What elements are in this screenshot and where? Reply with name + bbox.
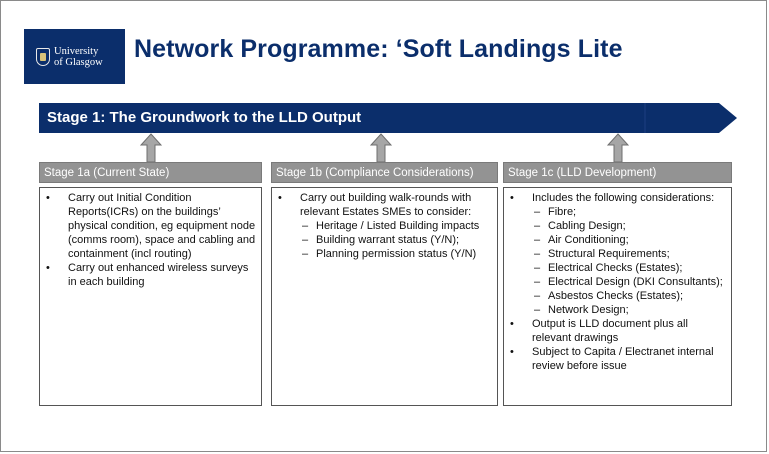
stage-1c-header: Stage 1c (LLD Development) [503, 162, 732, 183]
list-item: Includes the following considerations: [508, 191, 727, 205]
stage-1a-box: Carry out Initial Condition Reports(ICRs… [39, 187, 262, 406]
banner-label: Stage 1: The Groundwork to the LLD Outpu… [47, 109, 362, 126]
list-item: Building warrant status (Y/N); [276, 233, 493, 247]
logo-line-2: of Glasgow [54, 56, 103, 68]
list-item: Planning permission status (Y/N) [276, 247, 493, 261]
page-title: Network Programme: ‘Soft Landings Lite [134, 35, 623, 63]
list-item: Air Conditioning; [508, 233, 727, 247]
logo-wordmark: University of Glasgow [54, 46, 103, 68]
list-item: Heritage / Listed Building impacts [276, 219, 493, 233]
list-item: Structural Requirements; [508, 247, 727, 261]
stage-1b-header: Stage 1b (Compliance Considerations) [271, 162, 498, 183]
university-logo: University of Glasgow [24, 29, 125, 84]
list-item: Cabling Design; [508, 219, 727, 233]
list-item: Carry out enhanced wireless surveys in e… [44, 261, 257, 289]
up-arrow-icon-1b [370, 133, 392, 163]
list-item: Electrical Checks (Estates); [508, 261, 727, 275]
crest-icon [36, 47, 50, 66]
stage-banner: Stage 1: The Groundwork to the LLD Outpu… [39, 103, 739, 133]
stage-1b-box: Carry out building walk-rounds with rele… [271, 187, 498, 406]
stage-1a-list: Carry out Initial Condition Reports(ICRs… [44, 191, 257, 289]
list-item: Carry out building walk-rounds with rele… [276, 191, 493, 219]
list-item: Subject to Capita / Electranet internal … [508, 345, 727, 373]
up-arrow-icon-1c [607, 133, 629, 163]
list-item: Fibre; [508, 205, 727, 219]
up-arrow-icon-1a [140, 133, 162, 163]
list-item: Output is LLD document plus all relevant… [508, 317, 727, 345]
list-item: Network Design; [508, 303, 727, 317]
stage-1b-list: Carry out building walk-rounds with rele… [276, 191, 493, 261]
list-item: Asbestos Checks (Estates); [508, 289, 727, 303]
banner-arrow-shape [39, 103, 737, 133]
stage-1c-list: Includes the following considerations: F… [508, 191, 727, 373]
list-item: Carry out Initial Condition Reports(ICRs… [44, 191, 257, 261]
stage-1a-header: Stage 1a (Current State) [39, 162, 262, 183]
list-item: Electrical Design (DKI Consultants); [508, 275, 727, 289]
logo-line-1: University [54, 45, 99, 57]
stage-1c-box: Includes the following considerations: F… [503, 187, 732, 406]
